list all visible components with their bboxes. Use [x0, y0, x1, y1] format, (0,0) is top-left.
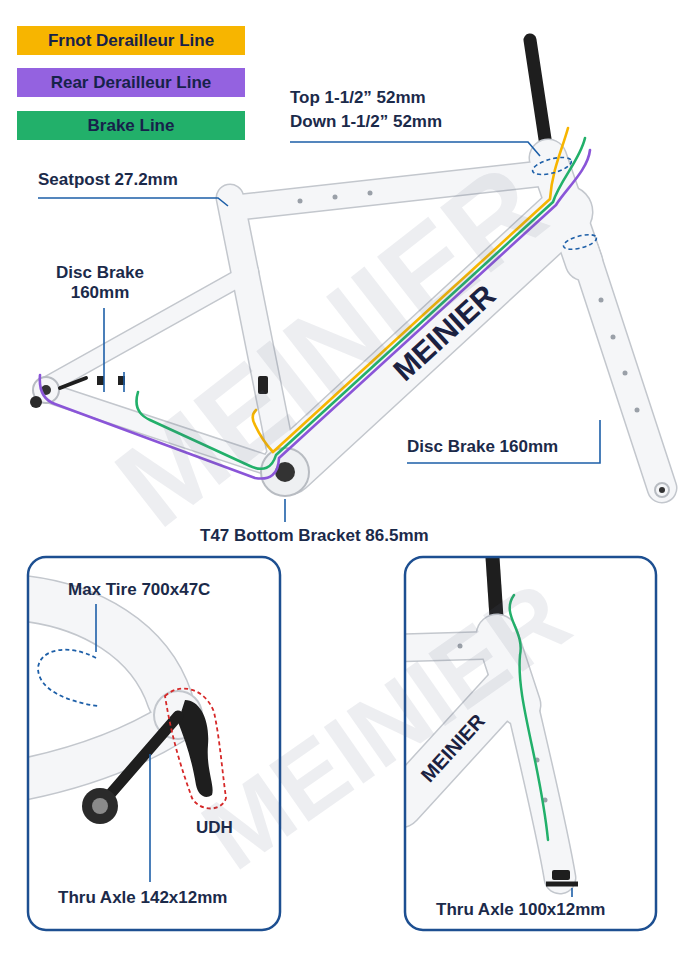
frame-detail — [623, 371, 628, 376]
inset-illustration — [95, 604, 97, 652]
leader-line — [407, 420, 600, 463]
inset-illustration — [28, 598, 170, 700]
inset-illustration — [92, 798, 108, 814]
dimension-marker — [562, 232, 598, 252]
leader-line — [103, 308, 105, 392]
legend-swatch: Rear Derailleur Line — [17, 68, 245, 97]
frame-detail — [298, 199, 303, 204]
leader-line — [290, 142, 540, 156]
frame-detail — [30, 396, 42, 408]
inset-illustration — [38, 650, 98, 706]
frame-detail — [599, 298, 604, 303]
dimension-label: Thru Axle 142x12mm — [58, 888, 227, 908]
frame-detail — [333, 195, 338, 200]
frame-detail — [368, 191, 373, 196]
legend-swatch: Frnot Derailleur Line — [17, 26, 245, 55]
legend-swatch: Brake Line — [17, 111, 245, 140]
frame-outline — [584, 250, 662, 488]
dimension-label: T47 Bottom Bracket 86.5mm — [200, 526, 429, 546]
dimension-label: Thru Axle 100x12mm — [436, 900, 605, 920]
leader-line — [123, 372, 125, 392]
dimension-label: Top 1-1/2” 52mm — [290, 88, 426, 108]
dimension-marker — [531, 154, 573, 178]
legend-text: Frnot Derailleur Line — [48, 31, 214, 51]
dimension-label: Max Tire 700x47C — [68, 580, 210, 600]
inset-illustration — [149, 754, 151, 882]
frame-tube — [584, 250, 662, 488]
legend-text: Brake Line — [88, 116, 175, 136]
dimension-label: Disc Brake 160mm — [45, 263, 155, 304]
inset-illustration — [552, 870, 570, 880]
leader-line — [38, 198, 228, 206]
frame-detail — [611, 335, 616, 340]
inset-illustration — [82, 788, 118, 824]
frame-detail — [635, 408, 640, 413]
frame-detail — [655, 483, 669, 497]
inset-border — [28, 557, 656, 930]
inset-illustration — [28, 598, 170, 700]
frame-detail — [659, 487, 665, 493]
frame-detail — [60, 378, 86, 388]
inset-illustration — [546, 882, 578, 887]
inset-illustration — [571, 888, 573, 897]
dimension-label: Seatpost 27.2mm — [38, 170, 178, 190]
legend-text: Rear Derailleur Line — [51, 73, 212, 93]
part-label: UDH — [196, 818, 233, 838]
dimension-label: Disc Brake 160mm — [407, 437, 558, 457]
dimension-label: Down 1-1/2” 52mm — [290, 112, 442, 132]
leader-line — [284, 499, 286, 522]
frame-detail — [97, 376, 104, 385]
